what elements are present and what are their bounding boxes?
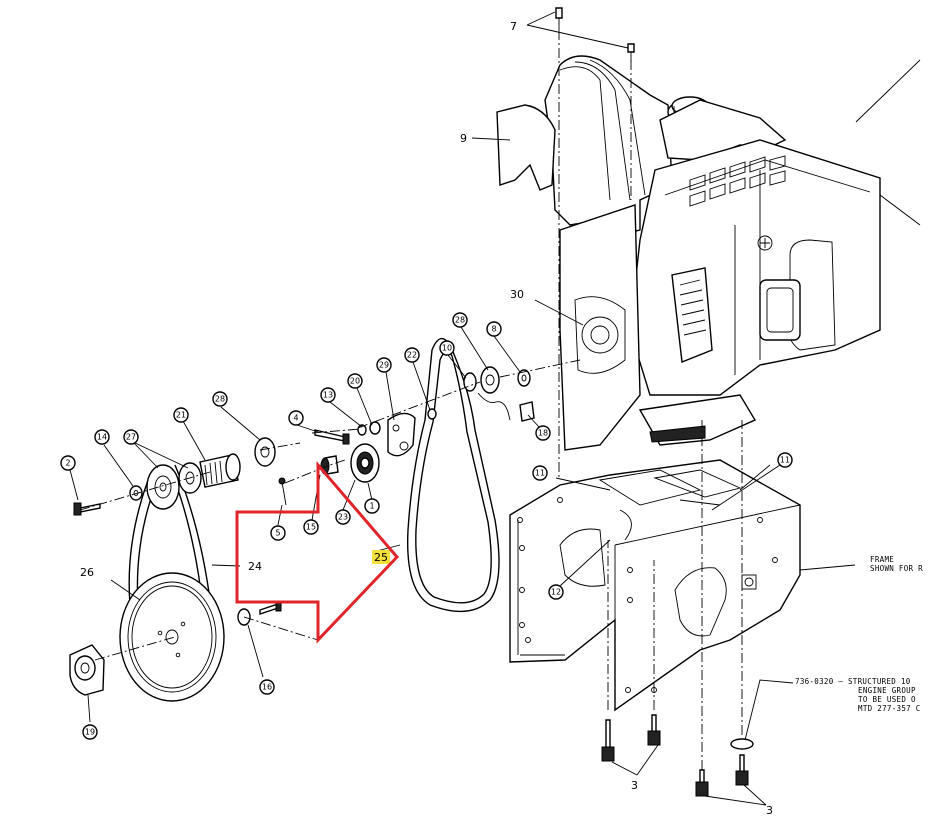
svg-text:11: 11 [535, 469, 545, 478]
callout-22: 22 [404, 347, 420, 363]
svg-text:22: 22 [407, 351, 417, 360]
callout-26: 26 [80, 566, 94, 579]
callout-19: 19 [82, 724, 98, 740]
engine-note-line1: 736-0320 — STRUCTURED 10 [795, 677, 911, 686]
callout-30: 30 [510, 288, 524, 301]
callout-10: 10 [439, 340, 455, 356]
callout-24: 24 [248, 560, 262, 573]
callout-8: 8 [486, 321, 502, 337]
small-parts [69, 7, 754, 797]
callout-3b: 3 [766, 804, 773, 817]
callout-14: 14 [94, 429, 110, 445]
callout-15: 15 [303, 519, 319, 535]
engine-note-line3: TO BE USED O [858, 695, 916, 704]
frame [509, 459, 801, 712]
callout-20: 20 [347, 373, 363, 389]
callout-9: 9 [460, 132, 467, 145]
svg-text:8: 8 [491, 325, 496, 334]
leader-lines [69, 11, 921, 806]
svg-text:12: 12 [551, 588, 561, 597]
pulley-26 [119, 572, 225, 702]
callout-27: 27 [123, 429, 139, 445]
engine-note-line2: ENGINE GROUP [858, 686, 916, 695]
centerlines [79, 30, 743, 770]
callout-11a: 11 [532, 465, 548, 481]
svg-text:4: 4 [293, 414, 298, 423]
callout-7: 7 [510, 20, 517, 33]
callout-28b: 28 [452, 312, 468, 328]
svg-text:14: 14 [97, 433, 107, 442]
callout-12: 12 [548, 584, 564, 600]
callout-2: 2 [60, 455, 76, 471]
svg-text:18: 18 [538, 429, 548, 438]
engine-note-line4: MTD 277-357 C [858, 704, 921, 713]
svg-text:11: 11 [780, 456, 790, 465]
belt-25 [406, 337, 500, 613]
callouts: 7 9 30 26 24 3 3 25 2 14 27 21 28 4 13 2… [60, 20, 793, 817]
callout-11b: 11 [777, 452, 793, 468]
callout-28a: 28 [212, 391, 228, 407]
callout-21: 21 [173, 407, 189, 423]
svg-text:5: 5 [275, 529, 280, 538]
svg-text:13: 13 [323, 391, 333, 400]
hub-21 [199, 453, 241, 488]
svg-text:15: 15 [306, 523, 316, 532]
notes: FRAME SHOWN FOR R 736-0320 — STRUCTURED … [795, 555, 923, 713]
svg-text:20: 20 [350, 377, 360, 386]
callout-25-highlight [372, 550, 390, 564]
callout-1: 1 [364, 498, 380, 514]
callout-13: 13 [320, 387, 336, 403]
callout-23: 23 [335, 509, 351, 525]
highlight-arrow [235, 460, 400, 644]
svg-text:27: 27 [126, 433, 136, 442]
svg-text:28: 28 [215, 395, 225, 404]
frame-note-line2: SHOWN FOR R [870, 564, 923, 573]
svg-text:23: 23 [338, 513, 348, 522]
svg-text:2: 2 [65, 459, 70, 468]
svg-text:19: 19 [85, 728, 95, 737]
svg-text:1: 1 [369, 502, 374, 511]
callout-4: 4 [288, 410, 304, 426]
engine [496, 55, 881, 451]
svg-text:28: 28 [455, 316, 465, 325]
callout-25: 25 [374, 551, 388, 564]
svg-text:21: 21 [176, 411, 186, 420]
callout-18: 18 [535, 425, 551, 441]
callout-3a: 3 [631, 779, 638, 792]
callout-5: 5 [270, 525, 286, 541]
idler-pulley-27 [146, 462, 202, 510]
frame-note-line1: FRAME [870, 555, 894, 564]
callout-16: 16 [259, 679, 275, 695]
svg-text:16: 16 [262, 683, 272, 692]
svg-text:10: 10 [442, 344, 452, 353]
callout-29: 29 [376, 357, 392, 373]
svg-text:29: 29 [379, 361, 389, 370]
